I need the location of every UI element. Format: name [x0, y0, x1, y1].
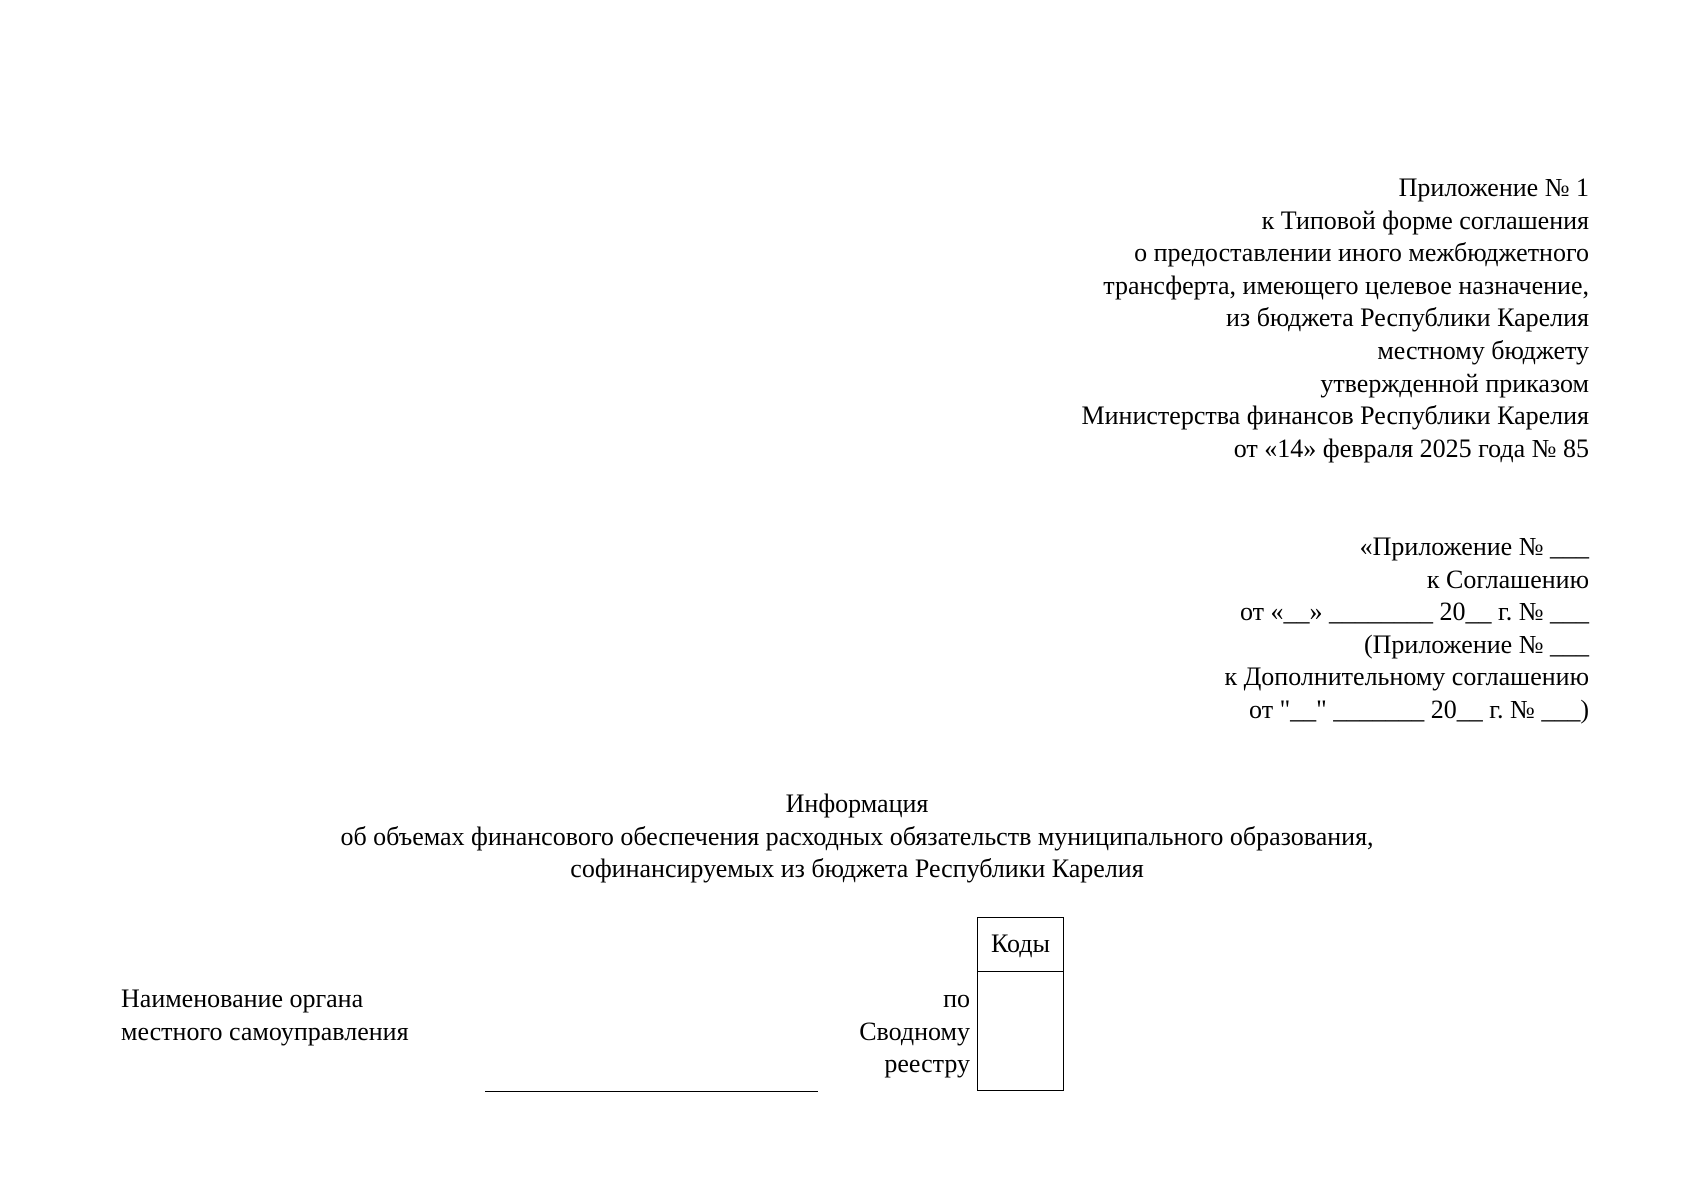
agreement-date-line: от «__» ________ 20__ г. № ___ — [1239, 597, 1589, 627]
appendix-header: Приложение № 1 к Типовой форме соглашени… — [1082, 172, 1589, 465]
registry-label-line: реестру — [884, 1049, 970, 1079]
appendix-number: Приложение № 1 — [1398, 173, 1589, 202]
appendix-line: о предоставлении иного межбюджетного — [1134, 238, 1589, 268]
registry-label-line: по — [943, 984, 970, 1013]
org-label-line: местного самоуправления — [121, 1016, 409, 1046]
appendix-line: Министерства финансов Республики Карелия — [1081, 401, 1589, 431]
registry-label-line: Сводному — [859, 1016, 970, 1046]
org-label-line: Наименование органа — [121, 984, 364, 1013]
codes-table: Коды — [977, 917, 1064, 1091]
appendix-order-date: от «14» февраля 2025 года № 85 — [1233, 433, 1589, 463]
appendix-line: из бюджета Республики Карелия — [1226, 303, 1589, 333]
supplementary-line: к Дополнительному соглашению — [1224, 662, 1589, 692]
supplementary-appendix-number: (Приложение № ___ — [1363, 629, 1589, 659]
supplementary-date-line: от "__" _______ 20__ г. № ___) — [1249, 694, 1589, 724]
agreement-header: «Приложение № ___ к Соглашению от «__» _… — [1224, 531, 1589, 727]
appendix-line: местному бюджету — [1377, 335, 1589, 365]
title-line: Информация — [785, 789, 929, 818]
appendix-line: трансферта, имеющего целевое назначение, — [1103, 270, 1589, 300]
appendix-line: к Типовой форме соглашения — [1261, 205, 1589, 235]
title-line: софинансируемых из бюджета Республики Ка… — [570, 854, 1144, 884]
registry-label: по Сводному реестру — [859, 983, 970, 1081]
document-title: Информация об объемах финансового обеспе… — [0, 788, 1697, 886]
registry-code-cell[interactable] — [978, 972, 1063, 1090]
agreement-line: к Соглашению — [1426, 564, 1589, 594]
org-name-field[interactable] — [485, 1091, 818, 1092]
org-name-label: Наименование органа местного самоуправле… — [121, 983, 409, 1048]
title-line: об объемах финансового обеспечения расхо… — [340, 821, 1374, 851]
codes-header: Коды — [978, 918, 1063, 972]
agreement-appendix-number: «Приложение № ___ — [1359, 532, 1589, 561]
appendix-line: утвержденной приказом — [1320, 368, 1589, 398]
